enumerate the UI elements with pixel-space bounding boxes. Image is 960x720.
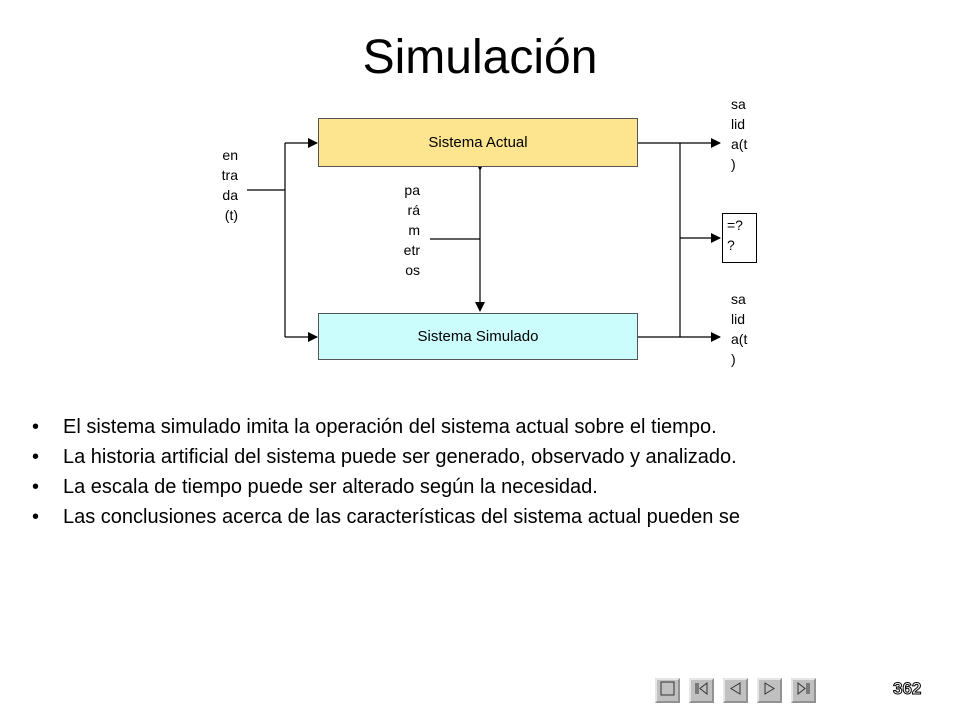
page-title: Simulación	[362, 31, 598, 84]
bullet-dot: •	[32, 506, 40, 528]
previous-icon	[728, 681, 743, 701]
slide-navigation	[655, 678, 825, 703]
previous-section-button[interactable]	[689, 678, 714, 703]
bullet-list: • El sistema simulado imita la operación …	[32, 412, 960, 532]
last-icon	[796, 681, 811, 701]
first-slide-button[interactable]	[655, 678, 680, 703]
entrada-label: en tra da (t)	[221, 147, 238, 223]
bullet-text: La historia artificial del sistema puede…	[63, 446, 737, 468]
bullet-item: • La escala de tiempo puede ser alterado …	[32, 472, 960, 502]
bullet-dot: •	[32, 446, 40, 468]
last-slide-button[interactable]	[791, 678, 816, 703]
sistema-simulado-box: Sistema Simulado	[318, 313, 638, 360]
previous-section-icon	[694, 681, 709, 701]
bullet-item: • El sistema simulado imita la operación …	[32, 412, 960, 442]
previous-slide-button[interactable]	[723, 678, 748, 703]
bullet-item: • La historia artificial del sistema pued…	[32, 442, 960, 472]
first-icon	[660, 681, 675, 701]
next-slide-button[interactable]	[757, 678, 782, 703]
bullet-item: • Las conclusiones acerca de las caracter…	[32, 502, 960, 532]
salida-simulado-label: sa lid a(t )	[731, 291, 748, 367]
sistema-actual-box: Sistema Actual	[318, 118, 638, 167]
page-number: 362	[892, 679, 922, 699]
bullet-dot: •	[32, 476, 40, 498]
bullet-text: Las conclusiones acerca de las caracterí…	[63, 506, 741, 528]
bullet-dot: •	[32, 416, 40, 438]
bullet-text: La escala de tiempo puede ser alterado s…	[63, 476, 598, 498]
compare-box: =? ?	[722, 213, 757, 263]
salida-actual-label: sa lid a(t )	[731, 96, 748, 172]
bullet-text: El sistema simulado imita la operación d…	[63, 416, 717, 438]
parametros-label: pa rá m etr os	[403, 182, 420, 278]
next-icon	[762, 681, 777, 701]
